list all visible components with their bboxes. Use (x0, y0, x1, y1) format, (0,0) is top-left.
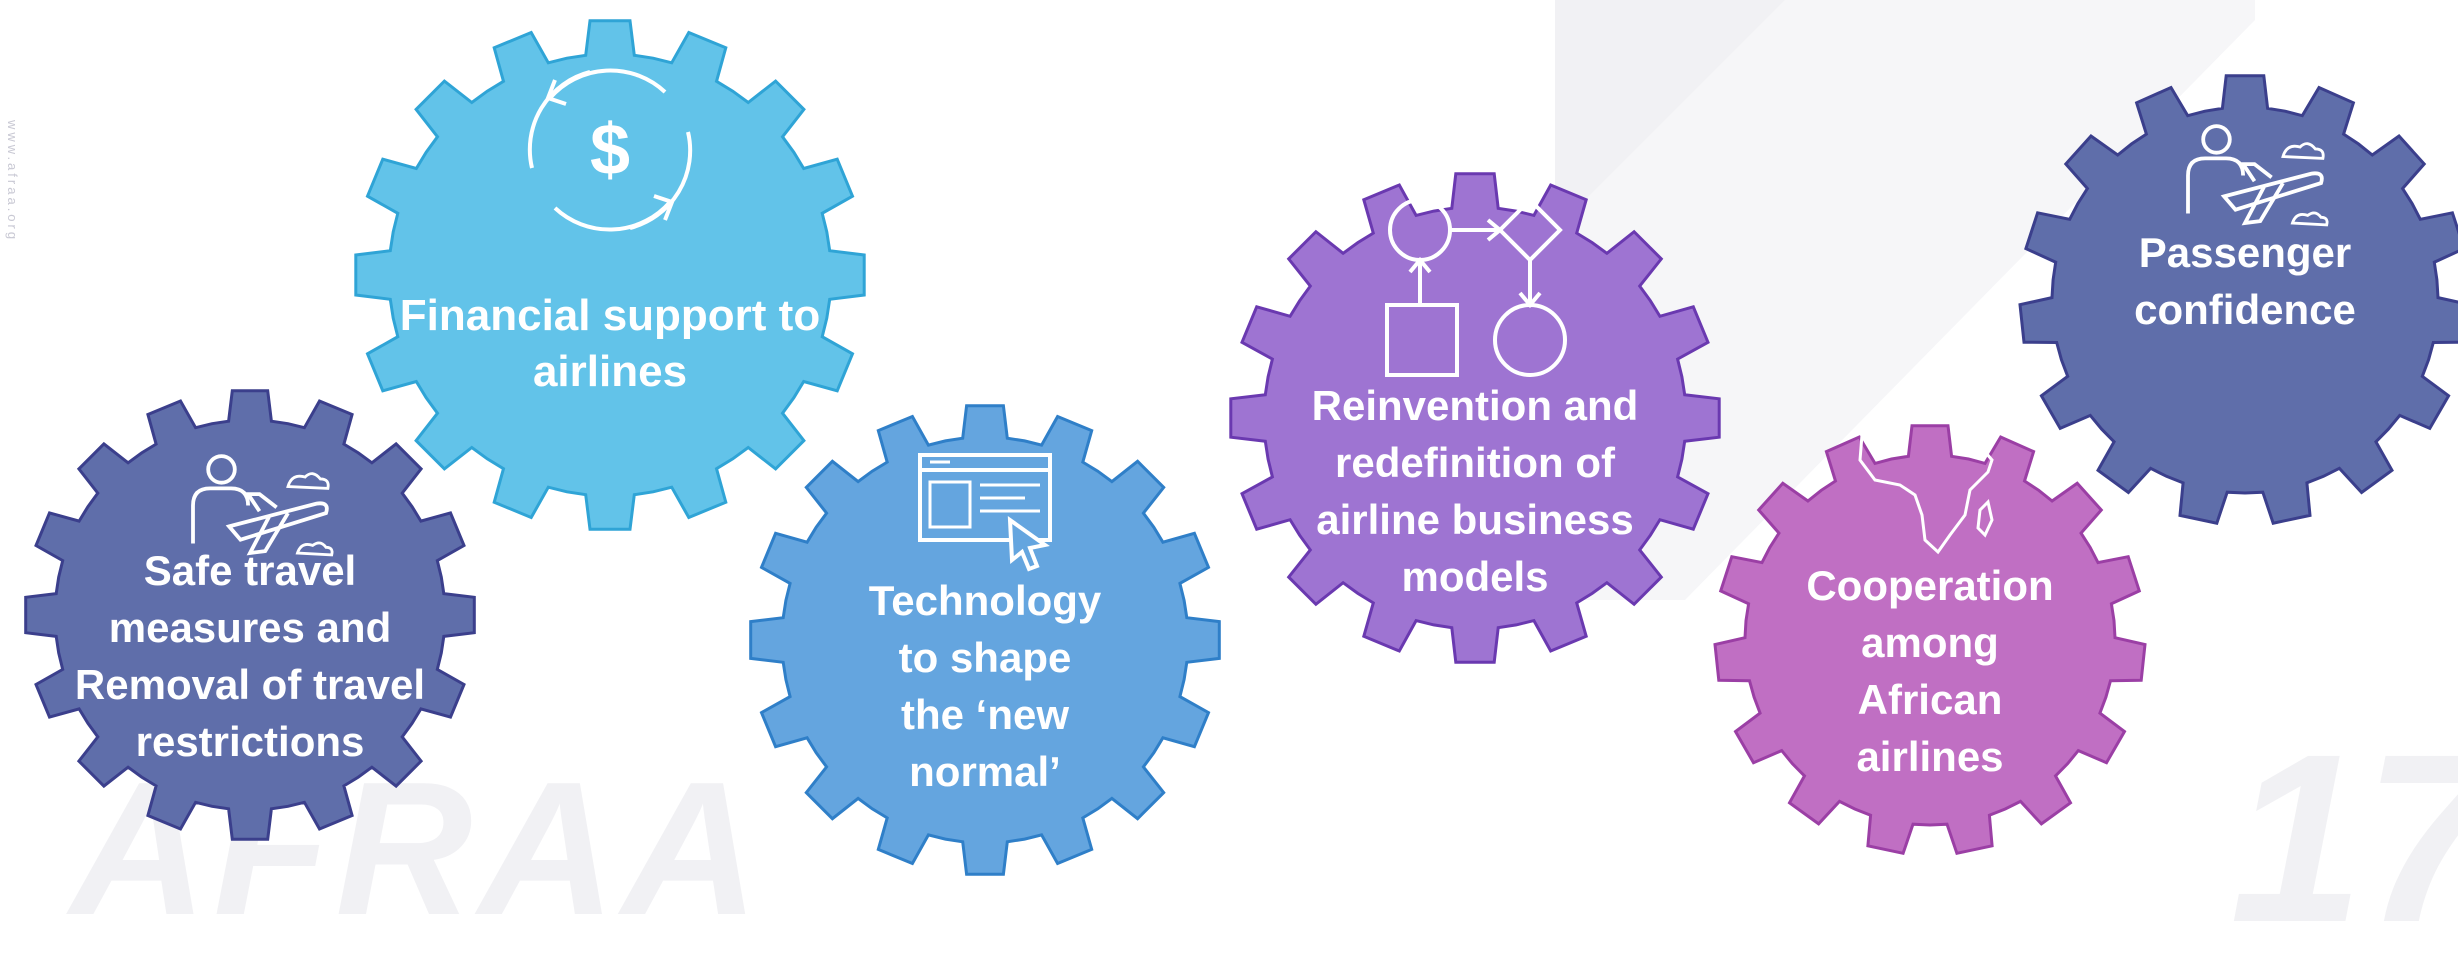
gear-reinvention-label-line: Reinvention and (1312, 382, 1639, 429)
gear-safe-travel-shape (24, 389, 476, 841)
gear-cooperation-label-line: African (1858, 676, 2003, 723)
gear-safe-travel-label-line: Safe travel (144, 547, 356, 594)
gear-financial: $ Financial support to airlines (354, 19, 866, 531)
gear-passenger-label-line: confidence (2134, 286, 2356, 333)
gear-safe-travel-label-line: measures and (109, 604, 391, 651)
gear-reinvention-label-line: redefinition of (1335, 439, 1616, 486)
gear-reinvention-label-line: models (1401, 553, 1548, 600)
gear-technology-label-line: normal’ (909, 748, 1061, 795)
gear-reinvention-shape (1229, 172, 1721, 664)
traveller-plane-icon (2186, 124, 2329, 227)
browser-cursor-icon (918, 453, 1052, 572)
gear-safe-travel-label-line: Removal of travel (75, 661, 425, 708)
gear-technology-label-line: the ‘new (901, 691, 1069, 738)
gear-financial-label-line: airlines (533, 347, 687, 396)
flowchart-icon (1385, 197, 1567, 377)
gear-passenger-label-line: Passenger (2139, 229, 2351, 276)
africa-map-icon (1858, 400, 1994, 555)
gear-cooperation-label-line: airlines (1856, 733, 2003, 780)
gear-safe-travel-label-line: restrictions (136, 718, 365, 765)
dollar-cycle-icon: $ (527, 68, 693, 232)
gear-financial-shape (354, 19, 866, 531)
gear-reinvention: Reinvention and redefinition of airline bu… (1229, 172, 1721, 664)
gear-cooperation-label-line: among (1861, 619, 1999, 666)
svg-text:$: $ (590, 110, 630, 190)
gear-technology-label-line: Technology (869, 577, 1102, 624)
gear-cooperation-label-line: Cooperation (1806, 562, 2053, 609)
gear-passenger: Passenger confidence (2018, 74, 2458, 525)
traveller-plane-icon (191, 454, 334, 557)
diagram-canvas: www.afraa.org AFRAA 17 $Financial suppor… (5, 0, 2458, 972)
gear-reinvention-label-line: airline business (1316, 496, 1633, 543)
gear-cooperation-shape (1713, 424, 2147, 856)
website-side-text: www.afraa.org (5, 120, 20, 243)
gear-technology-label-line: to shape (899, 634, 1072, 681)
gear-technology: Technology to shape the ‘new normal’ (749, 404, 1221, 876)
gear-passenger-shape (2018, 74, 2458, 525)
gear-technology-shape (749, 404, 1221, 876)
gear-financial-label-line: Financial support to (400, 291, 820, 340)
